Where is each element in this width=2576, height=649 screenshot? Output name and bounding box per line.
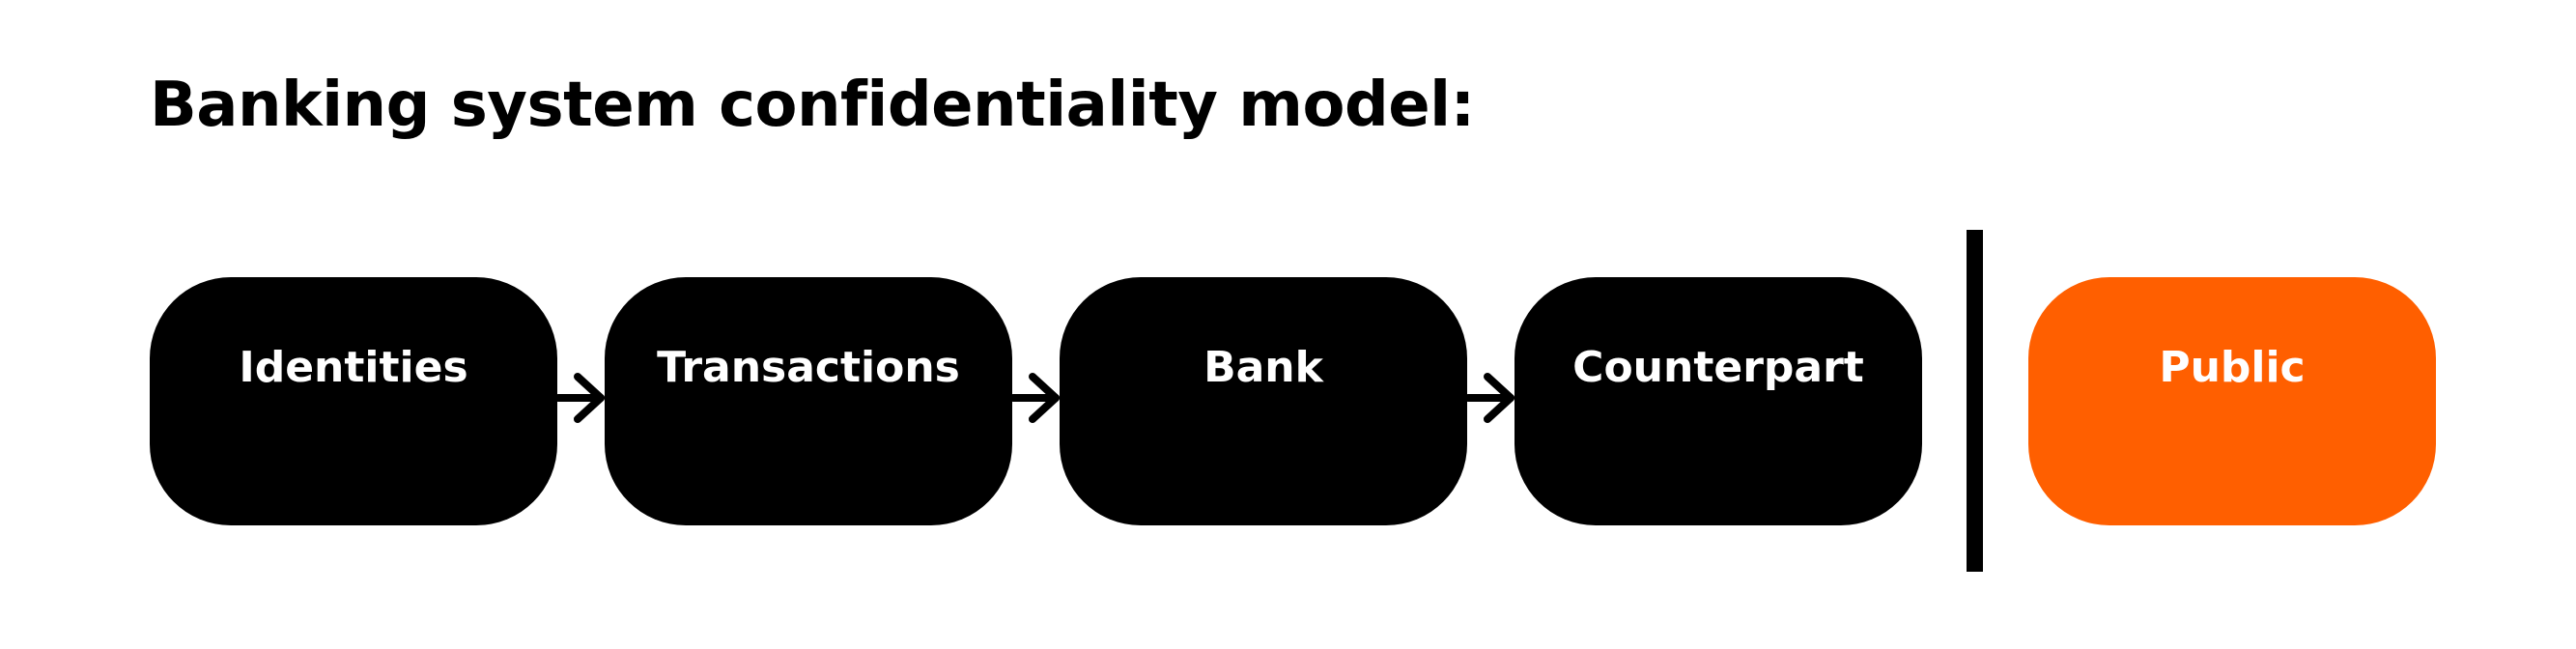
node-label: Bank — [1203, 343, 1323, 392]
node-bank: Bank — [1060, 277, 1467, 525]
arrow-right-icon — [1011, 373, 1060, 423]
node-label: Counterpart — [1572, 343, 1864, 392]
arrow-right-icon — [1466, 373, 1514, 423]
node-transactions: Transactions — [605, 277, 1012, 525]
arrow-right-icon — [556, 373, 605, 423]
separator-line — [1967, 230, 1983, 572]
node-label: Identities — [239, 343, 468, 392]
node-label: Public — [2159, 343, 2306, 392]
node-label: Transactions — [657, 343, 960, 392]
node-counterpart: Counterpart — [1514, 277, 1922, 525]
diagram-title: Banking system confidentiality model: — [150, 70, 1475, 141]
node-public: Public — [2028, 277, 2436, 525]
node-identities: Identities — [150, 277, 557, 525]
